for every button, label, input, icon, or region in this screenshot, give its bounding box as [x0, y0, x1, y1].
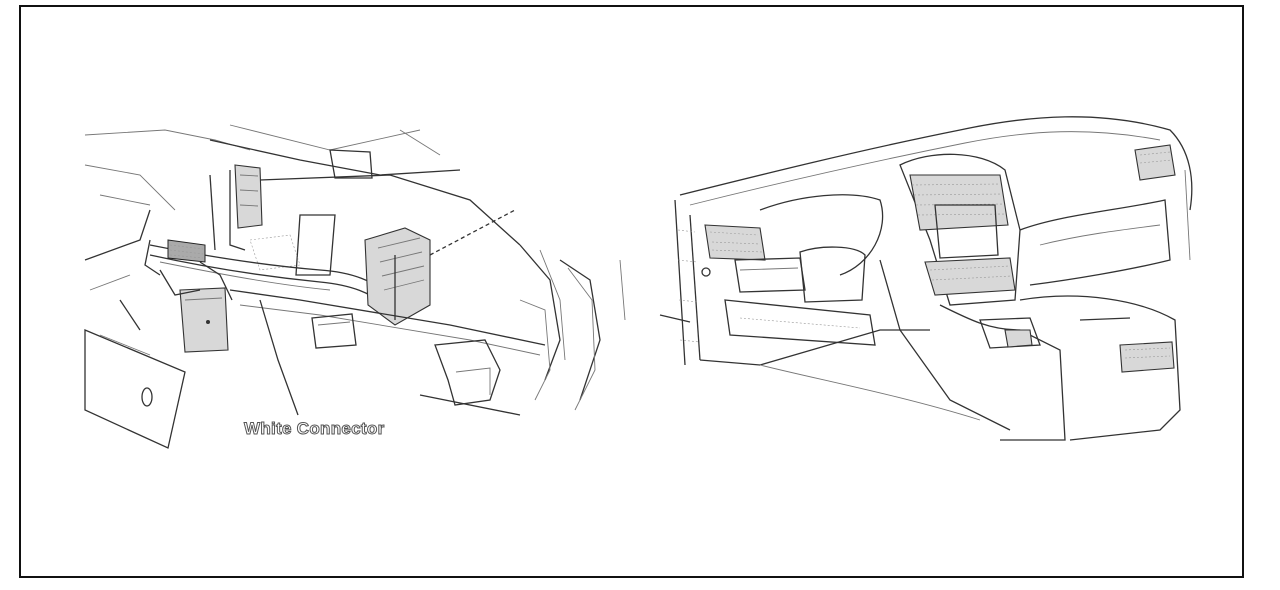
dashboard-overview-view: [619, 116, 1193, 441]
under-dash-connector-view: [84, 124, 601, 449]
white-connector-label: White Connector: [244, 419, 385, 439]
